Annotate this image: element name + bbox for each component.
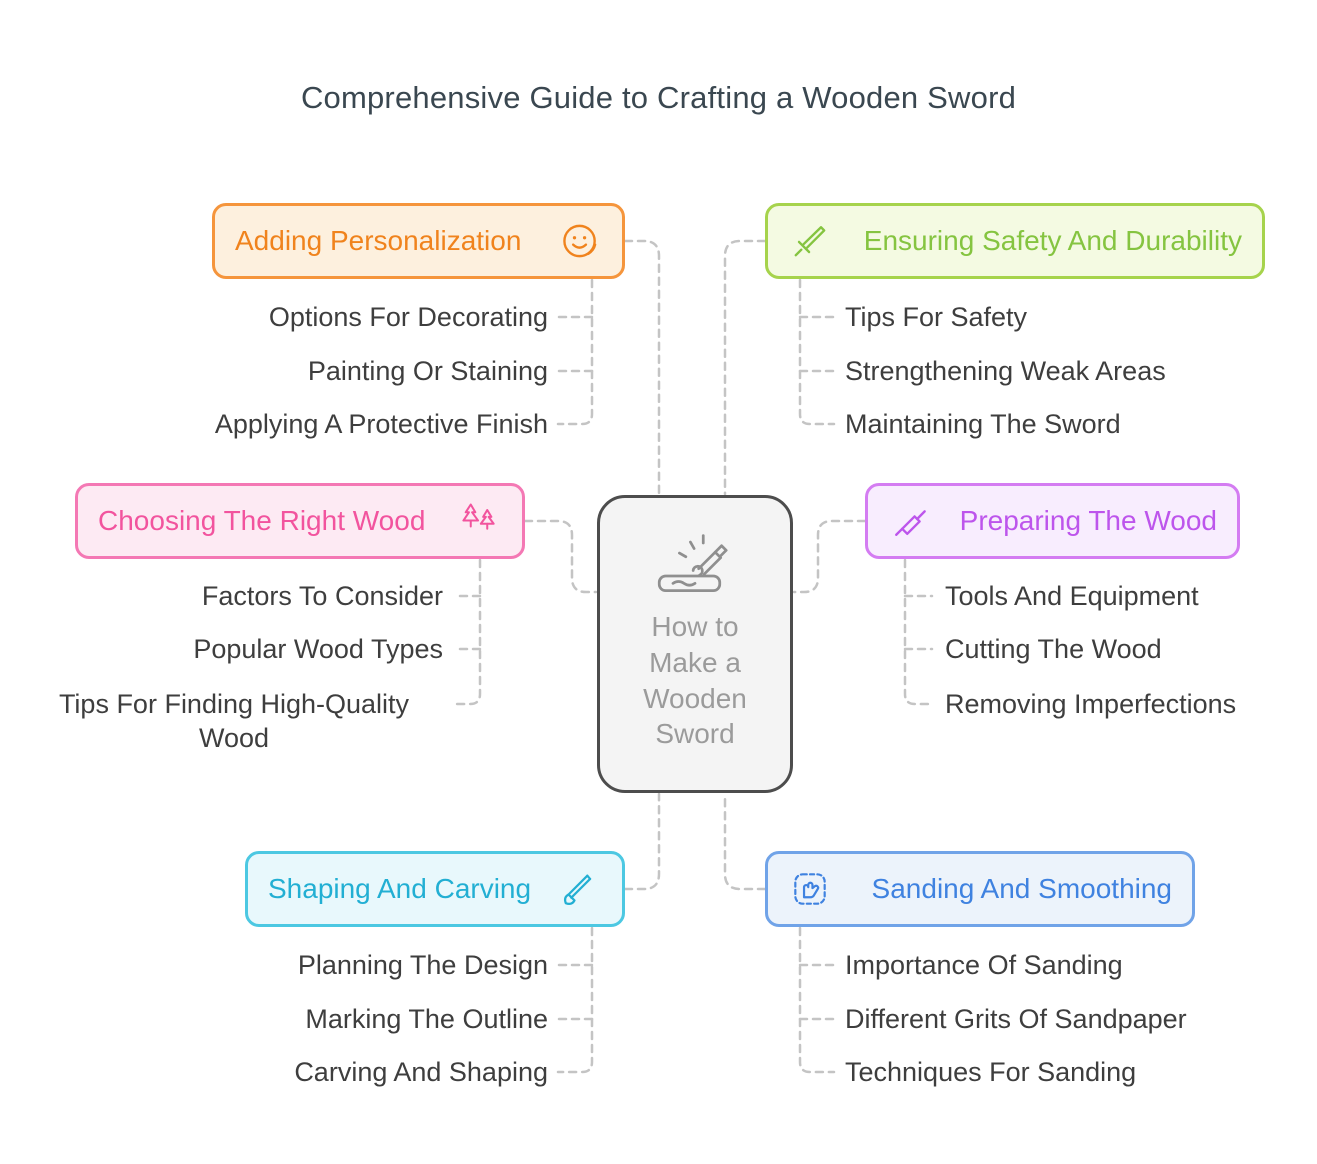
connector-wood-items: [454, 558, 482, 706]
chisel-icon: [888, 499, 932, 543]
connector-wood-center: [523, 519, 598, 594]
branch-sanding-and-smoothing: Sanding And Smoothing: [765, 851, 1195, 927]
branch-label: Preparing The Wood: [959, 505, 1217, 536]
page-title: Comprehensive Guide to Crafting a Wooden…: [300, 80, 1017, 115]
connector-personalization-center: [623, 239, 661, 496]
center-topic-label: How to Make a Wooden Sword: [643, 611, 747, 750]
branch-choosing-right-wood: Choosing The Right Wood: [75, 483, 525, 559]
carving-knife-icon: [558, 867, 602, 911]
branch-adding-personalization: Adding Personalization: [212, 203, 625, 279]
subtopic-popular-wood-types: Popular Wood Types: [193, 634, 443, 664]
subtopic-techniques-for-sanding: Techniques For Sanding: [845, 1057, 1137, 1087]
subtopic-factors-to-consider: Factors To Consider: [201, 581, 443, 611]
subtopic-cutting-the-wood: Cutting The Wood: [945, 634, 1162, 664]
connector-prepare-center: [792, 519, 867, 594]
subtopic-planning-the-design: Planning The Design: [297, 950, 548, 980]
wood-carving-icon: [651, 532, 739, 603]
subtopic-different-grits-of-sandpaper: Different Grits Of Sandpaper: [845, 1004, 1187, 1034]
sword-icon: [788, 219, 832, 263]
connector-personalization-items: [556, 278, 594, 426]
branch-label: Sanding And Smoothing: [871, 873, 1172, 904]
subtopic-importance-of-sanding: Importance Of Sanding: [845, 950, 1123, 980]
subtopic-tips-for-safety: Tips For Safety: [845, 302, 1028, 332]
sticker-smiley-icon: [558, 219, 602, 263]
subtopic-strengthening-weak-areas: Strengthening Weak Areas: [845, 356, 1166, 386]
connector-safety-items: [798, 278, 836, 426]
subtopic-removing-imperfections: Removing Imperfections: [945, 689, 1237, 719]
branch-shaping-and-carving: Shaping And Carving: [245, 851, 625, 927]
subtopic-marking-the-outline: Marking The Outline: [305, 1004, 548, 1034]
subtopic-options-for-decorating: Options For Decorating: [268, 302, 548, 332]
branch-label: Choosing The Right Wood: [98, 505, 426, 536]
branch-ensuring-safety-durability: Ensuring Safety And Durability: [765, 203, 1265, 279]
connector-prepare-items: [903, 558, 934, 706]
connector-safety-center: [723, 239, 767, 496]
subtopic-tips-finding-high-quality-wood: Tips For Finding High-Quality Wood: [58, 689, 410, 753]
connector-shape-center: [623, 792, 661, 891]
branch-preparing-the-wood: Preparing The Wood: [865, 483, 1240, 559]
pine-trees-icon: [456, 499, 502, 543]
branch-label: Ensuring Safety And Durability: [863, 225, 1242, 256]
center-topic-node: How to Make a Wooden Sword: [597, 495, 793, 793]
subtopic-applying-protective-finish: Applying A Protective Finish: [214, 409, 548, 439]
subtopic-painting-or-staining: Painting Or Staining: [307, 356, 548, 386]
sanding-hand-icon: [788, 867, 832, 911]
subtopic-maintaining-the-sword: Maintaining The Sword: [845, 409, 1121, 439]
connector-sand-items: [798, 926, 836, 1074]
connector-shape-items: [556, 926, 594, 1074]
branch-label: Shaping And Carving: [268, 873, 532, 904]
subtopic-tools-and-equipment: Tools And Equipment: [945, 581, 1199, 611]
connector-sand-center: [723, 792, 767, 891]
branch-label: Adding Personalization: [235, 225, 522, 256]
subtopic-carving-and-shaping: Carving And Shaping: [294, 1057, 548, 1087]
